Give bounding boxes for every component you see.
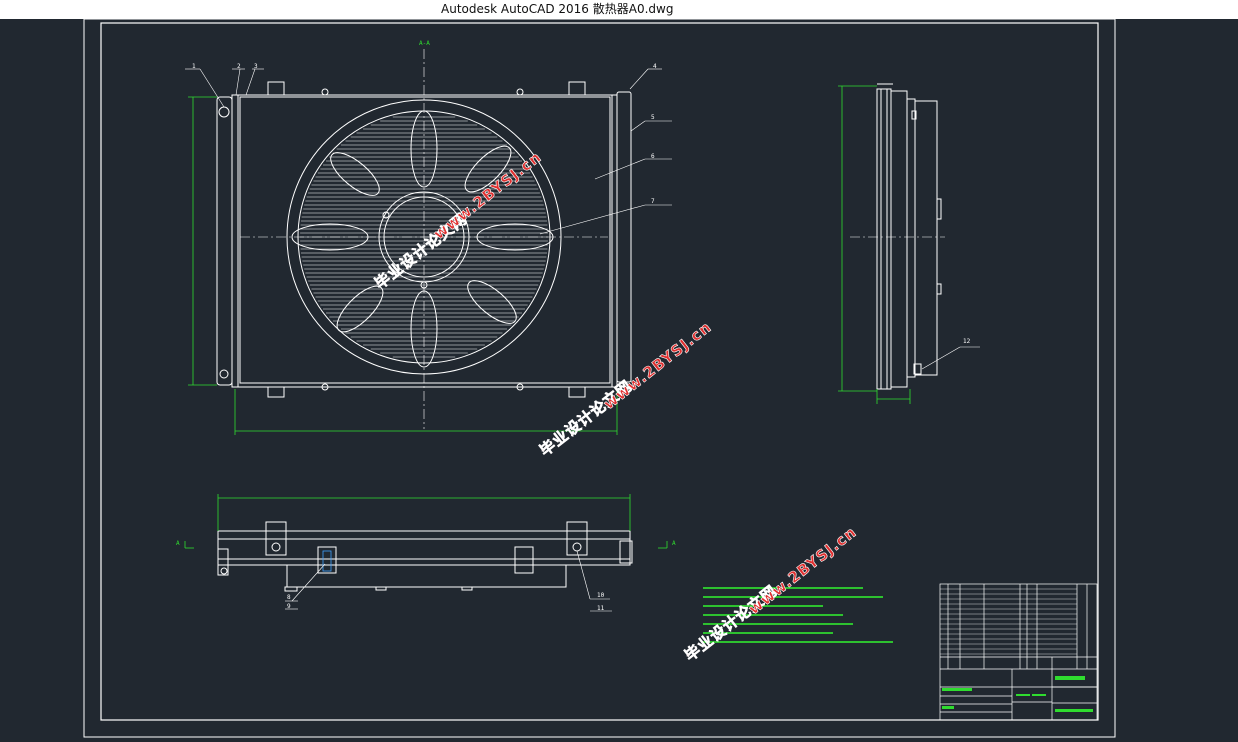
note-line — [703, 623, 853, 625]
sheet-outer-border — [83, 19, 1116, 738]
title-block-rows — [940, 588, 1077, 655]
title-block — [939, 583, 1098, 721]
front-dimensions — [188, 96, 618, 435]
section-mark-right: A — [672, 540, 676, 547]
note-line — [703, 587, 863, 589]
note-line — [703, 596, 883, 598]
section-mark-top: A-A — [419, 40, 430, 47]
balloon-2: 2 — [237, 63, 241, 70]
note-line — [703, 605, 823, 607]
balloon-6: 6 — [651, 153, 655, 160]
front-leaders — [185, 68, 672, 235]
balloon-11: 11 — [597, 605, 605, 612]
title-block-green-cells — [942, 676, 1093, 712]
note-line — [703, 614, 843, 616]
balloon-8: 8 — [287, 594, 291, 601]
balloon-10: 10 — [597, 592, 605, 599]
front-centerlines — [240, 49, 945, 429]
section-dimensions — [184, 494, 668, 572]
section-view — [217, 521, 633, 592]
technical-requirements — [703, 587, 903, 657]
window-title: Autodesk AutoCAD 2016 散热器A0.dwg — [441, 2, 674, 16]
balloon-4: 4 — [653, 63, 657, 70]
balloon-12: 12 — [963, 338, 971, 345]
drawing-canvas[interactable]: 1 2 3 4 5 6 7 8 9 10 11 12 A-A A A 毕业设计论… — [0, 19, 1238, 742]
fan-blades — [291, 110, 554, 368]
sheet-inner-border — [100, 22, 1099, 721]
note-line — [703, 641, 893, 643]
balloon-7: 7 — [651, 198, 655, 205]
side-leaders — [921, 346, 980, 370]
balloon-1: 1 — [192, 63, 196, 70]
section-mark-left: A — [176, 540, 180, 547]
note-line — [703, 632, 833, 634]
side-dimensions — [838, 85, 911, 404]
section-leaders — [285, 550, 612, 612]
title-bar: Autodesk AutoCAD 2016 散热器A0.dwg — [0, 0, 1238, 19]
balloon-5: 5 — [651, 114, 655, 121]
drawing-svg — [83, 19, 1116, 738]
balloon-9: 9 — [287, 603, 291, 610]
side-view — [876, 83, 942, 390]
balloon-3: 3 — [254, 63, 258, 70]
